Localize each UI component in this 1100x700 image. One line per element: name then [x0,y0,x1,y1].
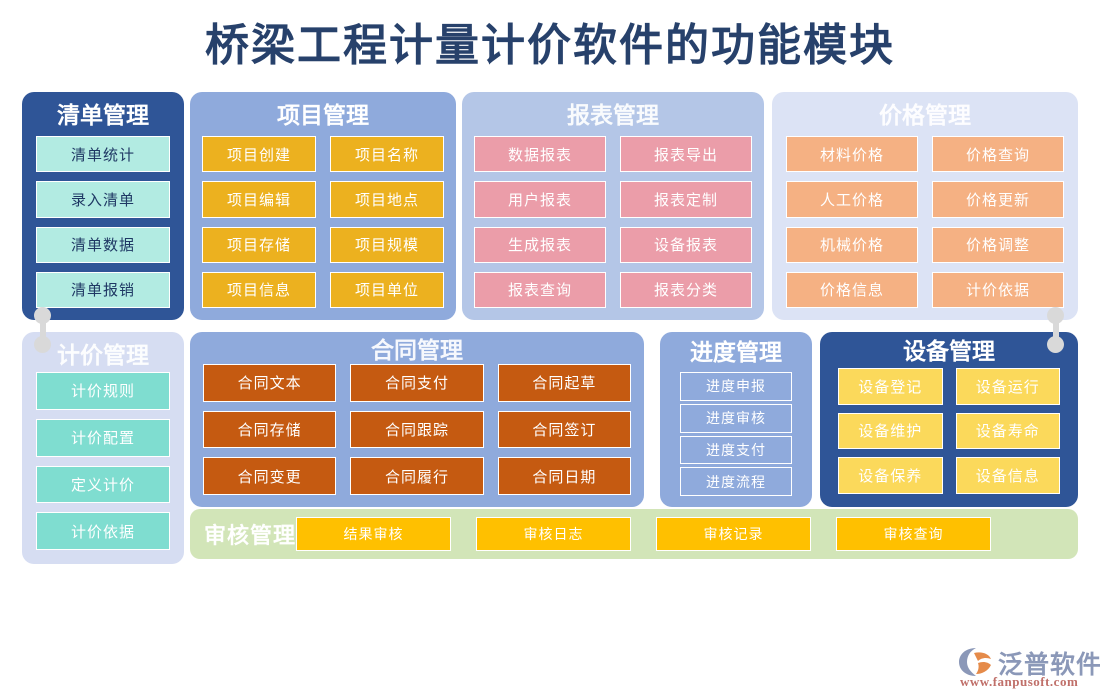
module-chip[interactable]: 设备寿命 [955,412,1060,450]
panel-inventory-management: 清单管理 清单统计 录入清单 清单数据 清单报销 [22,92,184,320]
module-chip[interactable]: 数据报表 [474,136,606,173]
panel-project-management: 项目管理 项目创建 项目名称 项目编辑 项目地点 项目存储 项目规模 项目信息 … [190,92,456,320]
module-chip[interactable]: 项目规模 [330,226,444,263]
module-chip[interactable]: 用户报表 [474,181,606,218]
module-chip[interactable]: 设备报表 [620,226,752,263]
module-chip[interactable]: 录入清单 [36,181,170,218]
panel-equipment-management: 设备管理 设备登记 设备运行 设备维护 设备寿命 设备保养 设备信息 [820,332,1078,507]
panel-items-audit-management: 结果审核 审核日志 审核记录 审核查询 [296,517,992,551]
company-logo: 泛普软件 www.fanpusoft.com [958,645,1100,693]
module-chip[interactable]: 项目编辑 [202,181,316,218]
module-chip[interactable]: 定义计价 [36,465,170,504]
module-chip[interactable]: 项目存储 [202,226,316,263]
connector-knob-bottom [34,336,51,353]
module-chip[interactable]: 项目信息 [202,271,316,308]
panel-title-report-management: 报表管理 [567,103,659,128]
panel-title-progress-management: 进度管理 [690,340,782,365]
logo-brand-text: 泛普软件 [998,652,1100,679]
module-chip[interactable]: 清单数据 [36,226,170,263]
module-chip[interactable]: 合同支付 [350,364,484,402]
module-chip[interactable]: 合同变更 [203,457,337,495]
module-chip[interactable]: 设备运行 [955,368,1060,405]
panel-progress-management: 进度管理 进度申报 进度审核 进度支付 进度流程 [660,332,812,507]
panel-title-price-management: 价格管理 [879,103,971,128]
panel-title-pricing-management: 计价管理 [57,343,149,368]
panel-title-project-management: 项目管理 [277,103,369,128]
panel-contract-management: 合同管理 合同文本 合同支付 合同起草 合同存储 合同跟踪 合同签订 合同变更 … [190,332,644,507]
panel-items-inventory-management: 清单统计 录入清单 清单数据 清单报销 [36,136,170,308]
module-chip[interactable]: 进度支付 [680,435,792,465]
module-chip[interactable]: 生成报表 [474,226,606,263]
module-chip[interactable]: 审核日志 [476,517,632,551]
panel-title-equipment-management: 设备管理 [903,339,995,364]
module-chip[interactable]: 计价规则 [36,372,170,410]
module-chip[interactable]: 审核查询 [836,517,992,551]
module-chip[interactable]: 价格调整 [932,226,1064,263]
module-chip[interactable]: 价格查询 [932,136,1064,173]
module-chip[interactable]: 合同跟踪 [350,410,484,449]
module-chip[interactable]: 合同存储 [203,410,337,449]
module-chip[interactable]: 合同起草 [497,364,631,402]
module-chip[interactable]: 人工价格 [786,181,918,218]
connector-pin-icon [1036,307,1076,353]
connector-stem [1053,313,1059,347]
module-chip[interactable]: 机械价格 [786,226,918,263]
module-chip[interactable]: 价格更新 [932,181,1064,218]
module-chip[interactable]: 计价配置 [36,418,170,457]
connector-stem [40,313,46,347]
panel-title-contract-management: 合同管理 [371,338,463,363]
module-chip[interactable]: 材料价格 [786,136,918,173]
module-chip[interactable]: 计价依据 [932,271,1064,308]
panel-items-contract-management: 合同文本 合同支付 合同起草 合同存储 合同跟踪 合同签订 合同变更 合同履行 … [203,364,631,495]
module-chip[interactable]: 进度审核 [680,403,792,433]
module-chip[interactable]: 价格信息 [786,271,918,308]
module-chip[interactable]: 进度申报 [680,372,792,401]
module-chip[interactable]: 审核记录 [656,517,812,551]
fanpu-logo-icon [959,648,991,676]
connector-knob-top [1047,307,1064,324]
page-title: 桥梁工程计量计价软件的功能模块 [205,21,895,70]
panel-items-project-management: 项目创建 项目名称 项目编辑 项目地点 项目存储 项目规模 项目信息 项目单位 [202,136,444,308]
connector-knob-top [34,307,51,324]
module-chip[interactable]: 项目单位 [330,271,444,308]
panel-items-report-management: 数据报表 报表导出 用户报表 报表定制 生成报表 设备报表 报表查询 报表分类 [474,136,752,308]
module-chip[interactable]: 计价依据 [36,512,170,550]
module-chip[interactable]: 设备登记 [838,368,943,405]
panel-items-progress-management: 进度申报 进度审核 进度支付 进度流程 [680,372,792,496]
module-chip[interactable]: 报表分类 [620,271,752,308]
module-chip[interactable]: 项目名称 [330,136,444,173]
module-chip[interactable]: 项目创建 [202,136,316,173]
panel-title-inventory-management: 清单管理 [57,103,149,128]
logo-url-text: www.fanpusoft.com [960,674,1079,689]
module-chip[interactable]: 清单统计 [36,136,170,173]
module-chip[interactable]: 合同履行 [350,457,484,495]
module-chip[interactable]: 设备维护 [838,412,943,450]
module-chip[interactable]: 设备保养 [838,457,943,494]
panel-audit-management: 审核管理 结果审核 审核日志 审核记录 审核查询 [190,509,1078,559]
panel-items-equipment-management: 设备登记 设备运行 设备维护 设备寿命 设备保养 设备信息 [838,368,1060,494]
module-chip[interactable]: 报表定制 [620,181,752,218]
panel-items-pricing-management: 计价规则 计价配置 定义计价 计价依据 [36,372,170,550]
panel-report-management: 报表管理 数据报表 报表导出 用户报表 报表定制 生成报表 设备报表 报表查询 … [462,92,764,320]
panel-price-management: 价格管理 材料价格 价格查询 人工价格 价格更新 机械价格 价格调整 价格信息 … [772,92,1078,320]
module-chip[interactable]: 清单报销 [36,271,170,308]
panel-pricing-management: 计价管理 计价规则 计价配置 定义计价 计价依据 [22,332,184,564]
module-chip[interactable]: 进度流程 [680,467,792,496]
panel-items-price-management: 材料价格 价格查询 人工价格 价格更新 机械价格 价格调整 价格信息 计价依据 [786,136,1064,308]
panel-title-audit-management: 审核管理 [204,523,297,548]
module-chip[interactable]: 合同日期 [497,457,631,495]
module-chip[interactable]: 合同文本 [203,364,337,402]
module-chip[interactable]: 合同签订 [497,410,631,449]
connector-pin-icon [23,307,63,353]
module-chip[interactable]: 设备信息 [955,457,1060,494]
module-chip[interactable]: 报表查询 [474,271,606,308]
module-chip[interactable]: 项目地点 [330,181,444,218]
module-chip[interactable]: 结果审核 [296,517,452,551]
module-chip[interactable]: 报表导出 [620,136,752,173]
connector-knob-bottom [1047,336,1064,353]
